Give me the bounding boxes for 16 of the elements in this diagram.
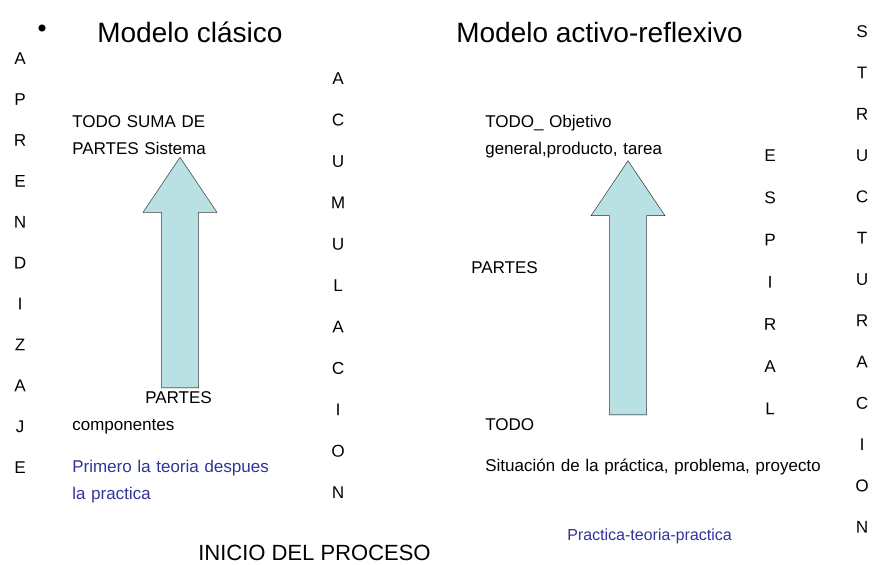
text-label: TODO SUMA DE PARTES Sistema: [72, 115, 206, 154]
text-label: TODO Situación de la práctica, problema, proyecto: [486, 418, 820, 475]
vertical-text: E S P I R A L: [764, 149, 776, 414]
text-label: TODO_ Objetivo general,producto, tarea: [486, 114, 662, 158]
heading: Modelo activo-reflexivo: [458, 22, 742, 42]
text-label: Practica-teoria-practica: [568, 528, 732, 544]
text-label: INICIO DEL PROCESO: [200, 544, 430, 560]
text-label: Primero la teoria despues la practica: [73, 460, 268, 503]
vertical-text: A C U M U L A C I O N: [332, 72, 344, 498]
text-label: PARTES: [472, 261, 537, 274]
block-arrow: [142, 157, 218, 388]
heading: Modelo clásico: [100, 21, 282, 42]
block-arrow: [590, 160, 666, 416]
vertical-text: A P R E N D I Z A J E: [14, 52, 26, 473]
vertical-text: S T R U C T U R A C I O N: [856, 25, 868, 533]
text-label: PARTES componentes: [72, 391, 211, 434]
